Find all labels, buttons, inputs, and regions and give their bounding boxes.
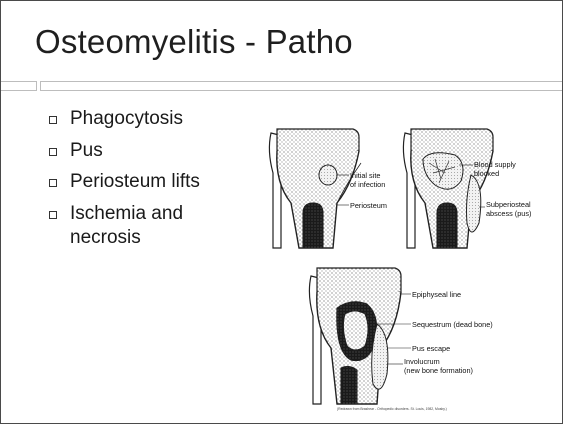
bullet-text: Ischemia and necrosis	[70, 203, 183, 248]
bullet-item: Phagocytosis	[49, 107, 250, 131]
label-blocked: blocked	[474, 169, 499, 178]
square-bullet-icon	[49, 179, 57, 187]
label-involucrum: Involucrum	[404, 357, 440, 366]
square-bullet-icon	[49, 211, 57, 219]
bullet-text: Phagocytosis	[70, 108, 183, 129]
label-initial-site: Initial site	[350, 171, 380, 180]
bullet-item: Ischemia and necrosis	[49, 202, 250, 250]
label-blood-supply: Blood supply	[474, 160, 516, 169]
label-epiphyseal-line: Epiphyseal line	[412, 290, 461, 299]
square-bullet-icon	[49, 148, 57, 156]
label-abscess-pus: abscess (pus)	[486, 209, 531, 218]
label-of-infection: of infection	[350, 180, 385, 189]
bone-panel-blocked-supply: Blood supply blocked Subperiosteal absce…	[403, 129, 531, 248]
figure-credit: (Redrawn from Brashear - Orthopedic diso…	[337, 407, 447, 411]
bullet-text: Pus	[70, 140, 103, 161]
square-bullet-icon	[49, 116, 57, 124]
bullet-list: Phagocytosis Pus Periosteum lifts Ischem…	[49, 107, 250, 257]
bone-panel-sequestrum: Epiphyseal line Sequestrum (dead bone) P…	[309, 268, 492, 411]
bone-diagram-bottom: Epiphyseal line Sequestrum (dead bone) P…	[307, 264, 517, 412]
label-subperiosteal: Subperiosteal	[486, 200, 531, 209]
bullet-item: Periosteum lifts	[49, 170, 250, 194]
bone-diagram-top: Initial site of infection Periosteum Blo…	[263, 123, 563, 258]
label-sequestrum: Sequestrum (dead bone)	[412, 320, 493, 329]
bullet-text: Periosteum lifts	[70, 171, 200, 192]
label-pus-escape: Pus escape	[412, 344, 450, 353]
label-periosteum: Periosteum	[350, 201, 387, 210]
bone-panel-initial-infection: Initial site of infection Periosteum	[269, 129, 387, 248]
label-new-bone-formation: (new bone formation)	[404, 366, 473, 375]
bullet-item: Pus	[49, 139, 250, 163]
title-rule-left	[1, 81, 37, 91]
title-rule	[40, 81, 563, 91]
slide-title: Osteomyelitis - Patho	[35, 23, 353, 61]
